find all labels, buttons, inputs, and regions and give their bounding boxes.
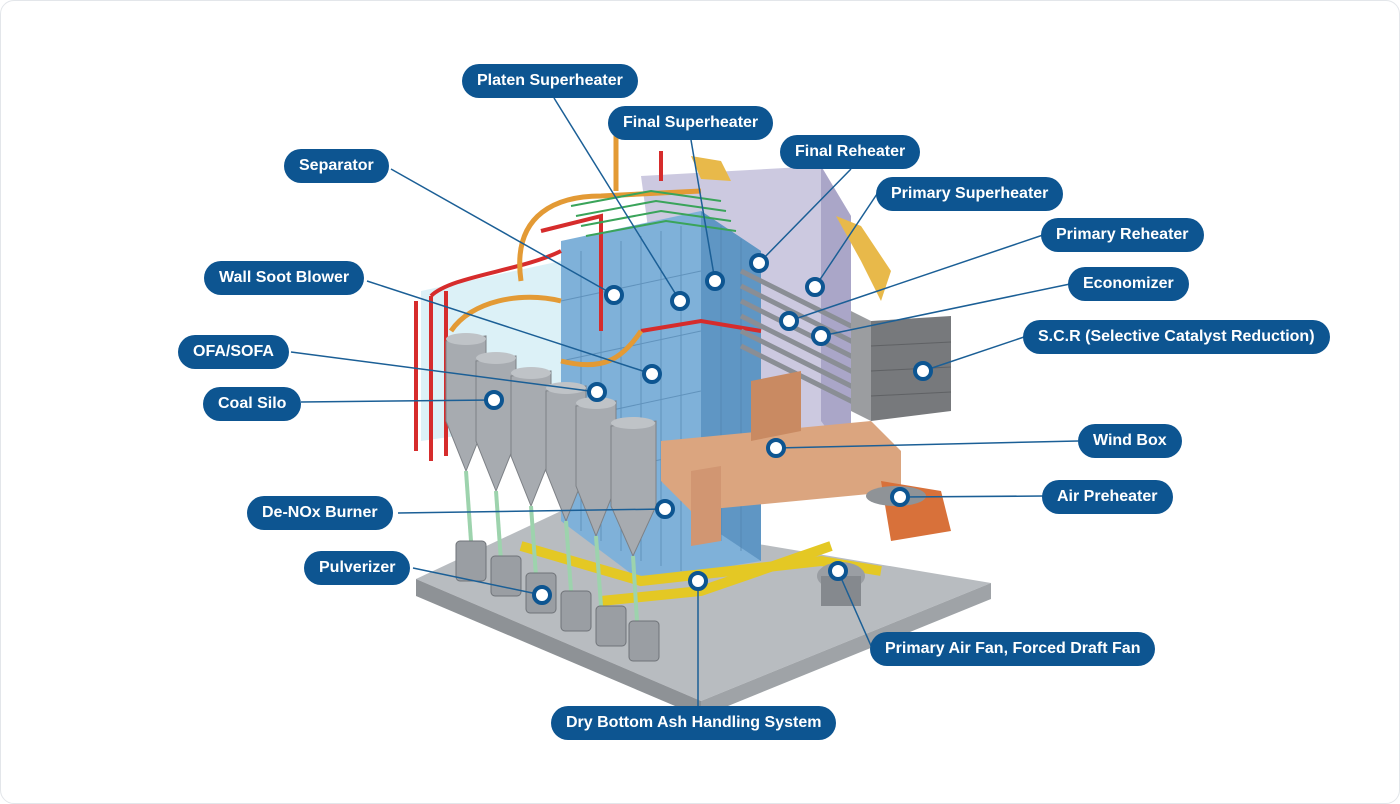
markers <box>484 253 933 605</box>
marker-ofa-sofa <box>587 382 607 402</box>
label-final-reheater[interactable]: Final Reheater <box>780 135 921 169</box>
superheater-tubes <box>739 268 863 409</box>
label-primary-reheater[interactable]: Primary Reheater <box>1041 218 1204 252</box>
label-dry-bottom-ash[interactable]: Dry Bottom Ash Handling System <box>551 706 837 740</box>
marker-final-superheater <box>705 271 725 291</box>
label-scr[interactable]: S.C.R (Selective Catalyst Reduction) <box>1023 320 1330 354</box>
label-ofa-sofa[interactable]: OFA/SOFA <box>178 335 289 369</box>
label-economizer[interactable]: Economizer <box>1068 267 1189 301</box>
label-pulverizer[interactable]: Pulverizer <box>304 551 411 585</box>
coal-feed-pipes <box>464 470 639 622</box>
pulverizers <box>455 540 660 662</box>
marker-primary-reheater <box>779 311 799 331</box>
label-coal-silo[interactable]: Coal Silo <box>203 387 302 421</box>
marker-scr <box>913 361 933 381</box>
air-preheater-unit <box>866 481 951 541</box>
marker-separator <box>604 285 624 305</box>
green-tubes <box>570 189 737 237</box>
marker-primary-air-fan <box>828 561 848 581</box>
yellow-duct <box>691 156 891 301</box>
leader-lines <box>290 97 1079 707</box>
marker-air-preheater <box>890 487 910 507</box>
label-separator[interactable]: Separator <box>284 149 389 183</box>
marker-final-reheater <box>749 253 769 273</box>
scr-unit <box>851 311 952 421</box>
label-wind-box[interactable]: Wind Box <box>1078 424 1182 458</box>
marker-primary-superheater <box>805 277 825 297</box>
coal-silos <box>445 333 657 558</box>
marker-platen-superheater <box>670 291 690 311</box>
label-primary-air-fan[interactable]: Primary Air Fan, Forced Draft Fan <box>870 632 1156 666</box>
marker-wall-soot-blower <box>642 364 662 384</box>
label-wall-soot-blower[interactable]: Wall Soot Blower <box>204 261 365 295</box>
label-primary-superheater[interactable]: Primary Superheater <box>876 177 1064 211</box>
label-air-preheater[interactable]: Air Preheater <box>1042 480 1173 514</box>
label-platen-superheater[interactable]: Platen Superheater <box>462 64 638 98</box>
marker-de-nox-burner <box>655 499 675 519</box>
label-final-superheater[interactable]: Final Superheater <box>608 106 774 140</box>
marker-economizer <box>811 326 831 346</box>
marker-dry-bottom-ash <box>688 571 708 591</box>
marker-pulverizer <box>532 585 552 605</box>
label-de-nox-burner[interactable]: De-NOx Burner <box>247 496 393 530</box>
wind-box-duct <box>661 371 901 546</box>
marker-coal-silo <box>484 390 504 410</box>
marker-wind-box <box>766 438 786 458</box>
